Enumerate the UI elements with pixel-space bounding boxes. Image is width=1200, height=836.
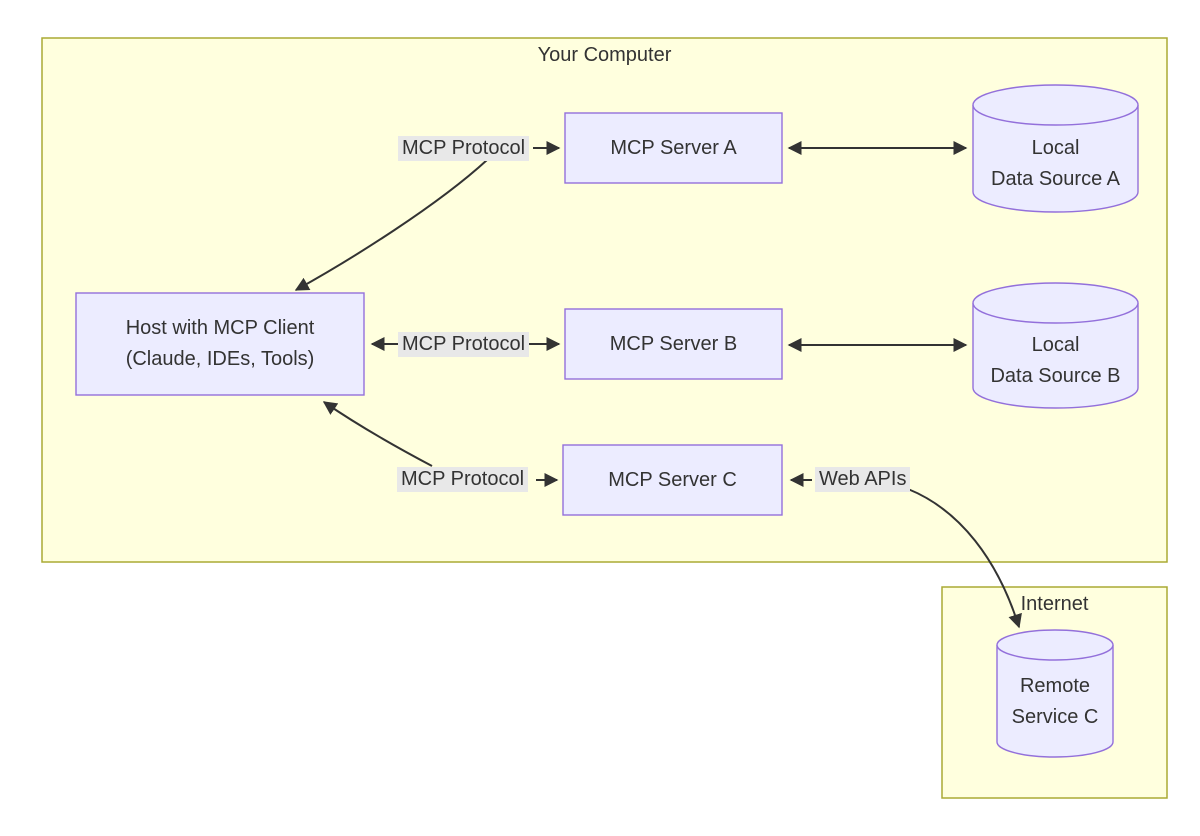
your-computer-cluster-title: Your Computer — [537, 44, 672, 66]
edge-label-mcp-protocol-c: MCP Protocol — [397, 467, 529, 492]
remote-service-c-label-line1: Remote — [1019, 674, 1091, 697]
mcp-server-c-node — [562, 444, 783, 516]
local-data-source-b-label-line2: Data Source B — [990, 364, 1121, 387]
remote-service-c-cylinder — [996, 645, 1114, 758]
local-data-source-b-cylinder — [972, 303, 1139, 409]
remote-service-c-cylinder-top — [996, 629, 1114, 661]
edge-label-web-apis: Web APIs — [815, 467, 911, 492]
host-node-label-line1: Host with MCP Client — [125, 317, 315, 339]
mcp-server-b-label: MCP Server B — [609, 332, 738, 355]
mcp-server-a-label: MCP Server A — [610, 136, 737, 159]
host-node-label: Host with MCP Client (Claude, IDEs, Tool… — [76, 293, 364, 395]
remote-service-c-label: Remote Service C — [997, 655, 1113, 748]
local-data-source-a-label-line2: Data Source A — [991, 167, 1120, 190]
edge-label-mcp-protocol-a: MCP Protocol — [398, 136, 530, 161]
host-node-label-line2: (Claude, IDEs, Tools) — [125, 348, 315, 370]
local-data-source-a-label: Local Data Source A — [973, 115, 1138, 212]
mcp-server-c-label: MCP Server C — [608, 468, 737, 491]
edge-label-mcp-protocol-b: MCP Protocol — [398, 332, 530, 357]
local-data-source-a-cylinder — [972, 105, 1139, 213]
local-data-source-b-cylinder-top — [972, 282, 1139, 324]
host-node — [75, 292, 365, 396]
local-data-source-a-cylinder-top — [972, 84, 1139, 126]
local-data-source-a-label-line1: Local — [1031, 136, 1080, 159]
local-data-source-b-label-line1: Local — [1031, 333, 1080, 356]
mcp-server-b-node — [564, 308, 783, 380]
internet-cluster-title: Internet — [1020, 593, 1089, 615]
remote-service-c-label-line2: Service C — [1011, 705, 1099, 728]
mcp-server-a-node — [564, 112, 783, 184]
local-data-source-b-label: Local Data Source B — [973, 313, 1138, 408]
edge-curve-label-a-to-host — [294, 159, 488, 291]
edge-curve-web-apis-to-remote-service — [907, 488, 1022, 629]
edge-curve-label-c-to-host — [322, 401, 433, 467]
